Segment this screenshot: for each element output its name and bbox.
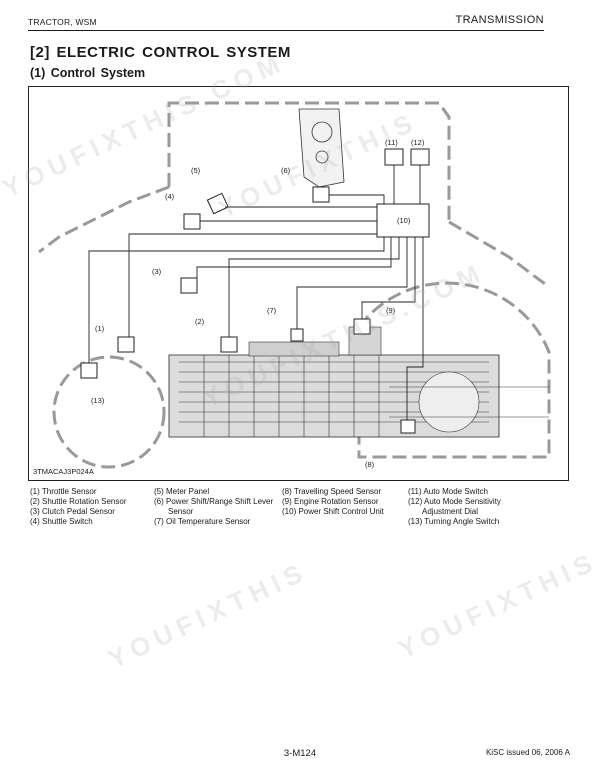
legend-column-2: (5) Meter Panel (6) Power Shift/Range Sh… bbox=[154, 487, 273, 527]
legend-item: (1) Throttle Sensor bbox=[30, 487, 97, 496]
callout-4: (4) bbox=[165, 192, 175, 201]
legend-item: (7) Oil Temperature Sensor bbox=[154, 517, 251, 526]
legend-column-3: (8) Travelling Speed Sensor (9) Engine R… bbox=[282, 487, 384, 517]
travelling-speed-sensor-box bbox=[400, 419, 416, 434]
header-section-name: TRANSMISSION bbox=[455, 14, 544, 26]
callout-5: (5) bbox=[191, 166, 201, 175]
legend-item: (3) Clutch Pedal Sensor bbox=[30, 507, 115, 516]
control-system-diagram: (1) (2) (3) (4) (5) (6) (7) (8) (9) (10)… bbox=[38, 101, 551, 469]
sensitivity-dial-box bbox=[410, 148, 430, 166]
legend-item: (6) Power Shift/Range Shift Lever bbox=[154, 497, 274, 506]
callout-13: (13) bbox=[91, 396, 105, 405]
transmission-body bbox=[168, 354, 500, 438]
auto-mode-switch-box bbox=[384, 148, 404, 166]
legend-column-1: (1) Throttle Sensor (2) Shuttle Rotation… bbox=[30, 487, 127, 527]
control-unit-box bbox=[376, 203, 430, 238]
legend-item-continued: Sensor bbox=[168, 507, 194, 516]
shift-lever-sensor-box bbox=[312, 186, 330, 203]
callout-11: (11) bbox=[385, 138, 398, 147]
transmission-details bbox=[179, 326, 549, 437]
tractor-outline bbox=[38, 101, 551, 469]
shift-lever bbox=[298, 108, 345, 188]
callout-9: (9) bbox=[386, 306, 396, 315]
legend-item: (5) Meter Panel bbox=[154, 487, 210, 496]
figure-code: 3TMACAJ3P024A bbox=[33, 467, 94, 476]
legend-item: (10) Power Shift Control Unit bbox=[282, 507, 384, 516]
callout-7: (7) bbox=[267, 306, 277, 315]
callout-2: (2) bbox=[195, 317, 205, 326]
legend-item: (2) Shuttle Rotation Sensor bbox=[30, 497, 127, 506]
oil-temperature-sensor-box bbox=[290, 328, 304, 342]
shuttle-switch-box bbox=[183, 213, 201, 230]
issue-note: KiSC issued 06, 2006 A bbox=[485, 748, 570, 757]
page-number: 3-M124 bbox=[283, 748, 317, 759]
shuttle-rotation-sensor-box bbox=[220, 336, 238, 353]
legend-item: (9) Engine Rotation Sensor bbox=[282, 497, 379, 506]
legend-item: (12) Auto Mode Sensitivity bbox=[408, 497, 501, 506]
callout-6: (6) bbox=[281, 166, 291, 175]
legend-item: (11) Auto Mode Switch bbox=[408, 487, 488, 496]
turning-angle-switch-box bbox=[80, 362, 98, 379]
callout-1: (1) bbox=[95, 324, 105, 333]
legend-column-4: (11) Auto Mode Switch (12) Auto Mode Sen… bbox=[408, 487, 501, 527]
legend-item: (4) Shuttle Switch bbox=[30, 517, 93, 526]
engine-rotation-sensor-box bbox=[353, 318, 371, 335]
section-title: [2] ELECTRIC CONTROL SYSTEM bbox=[30, 44, 291, 61]
callout-labels: (1) (2) (3) (4) (5) (6) (7) (8) (9) (10)… bbox=[91, 138, 425, 469]
component-boxes bbox=[80, 148, 430, 434]
meter-panel-box bbox=[206, 192, 229, 215]
control-system-figure: (1) (2) (3) (4) (5) (6) (7) (8) (9) (10)… bbox=[28, 86, 569, 481]
wiring bbox=[88, 165, 424, 420]
watermark: YOUFIXTHIS bbox=[393, 545, 600, 665]
callout-10: (10) bbox=[397, 216, 411, 225]
clutch-pedal-sensor-box bbox=[180, 277, 198, 294]
legend-item: (8) Travelling Speed Sensor bbox=[282, 487, 382, 496]
legend-item: (13) Turning Angle Switch bbox=[408, 517, 500, 526]
throttle-sensor-box bbox=[117, 336, 135, 353]
watermark: YOUFIXTHIS bbox=[103, 555, 313, 675]
header-manual-title: TRACTOR, WSM bbox=[28, 17, 97, 27]
callout-12: (12) bbox=[411, 138, 425, 147]
callout-3: (3) bbox=[152, 267, 162, 276]
header-rule bbox=[28, 30, 544, 31]
subsection-title: (1) Control System bbox=[30, 66, 146, 80]
callout-8: (8) bbox=[365, 460, 375, 469]
legend-item-continued: Adjustment Dial bbox=[422, 507, 479, 516]
